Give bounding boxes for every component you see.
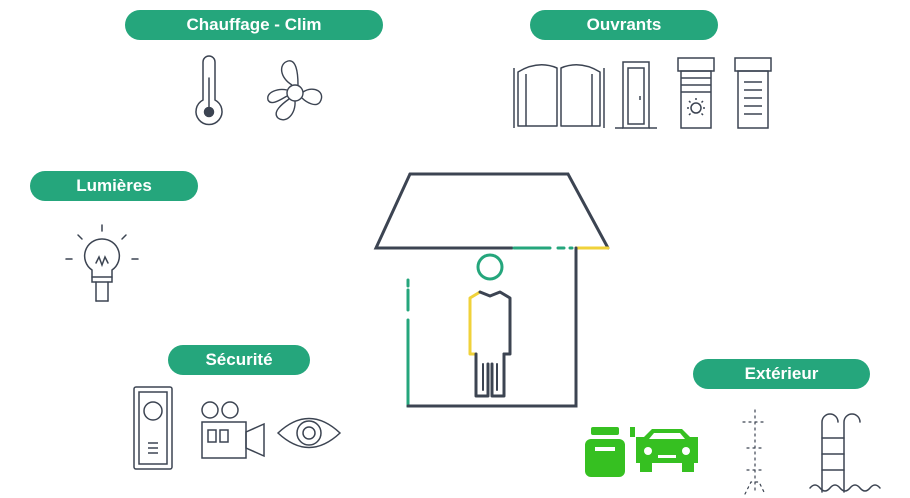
light-bulb-icon <box>62 215 142 307</box>
person-icon <box>458 252 522 402</box>
lights-label: Lumières <box>30 171 198 201</box>
fan-icon <box>262 58 328 128</box>
garden-shower-icon <box>735 408 775 496</box>
security-label: Sécurité <box>168 345 310 375</box>
car-icon <box>630 425 702 475</box>
pool-ladder-icon <box>808 408 882 496</box>
gate-icon <box>508 58 610 130</box>
heating-label: Chauffage - Clim <box>125 10 383 40</box>
video-camera-icon <box>198 400 268 462</box>
openings-label: Ouvrants <box>530 10 718 40</box>
door-icon <box>615 60 657 130</box>
eye-icon <box>275 410 343 456</box>
house-icon <box>372 170 632 410</box>
roller-shutter-icon <box>732 56 774 130</box>
roller-shutter-sun-icon <box>675 56 717 130</box>
intercom-icon <box>128 385 178 473</box>
thermometer-icon <box>192 55 226 132</box>
lawn-mower-icon <box>585 425 625 480</box>
outdoor-label: Extérieur <box>693 359 870 389</box>
